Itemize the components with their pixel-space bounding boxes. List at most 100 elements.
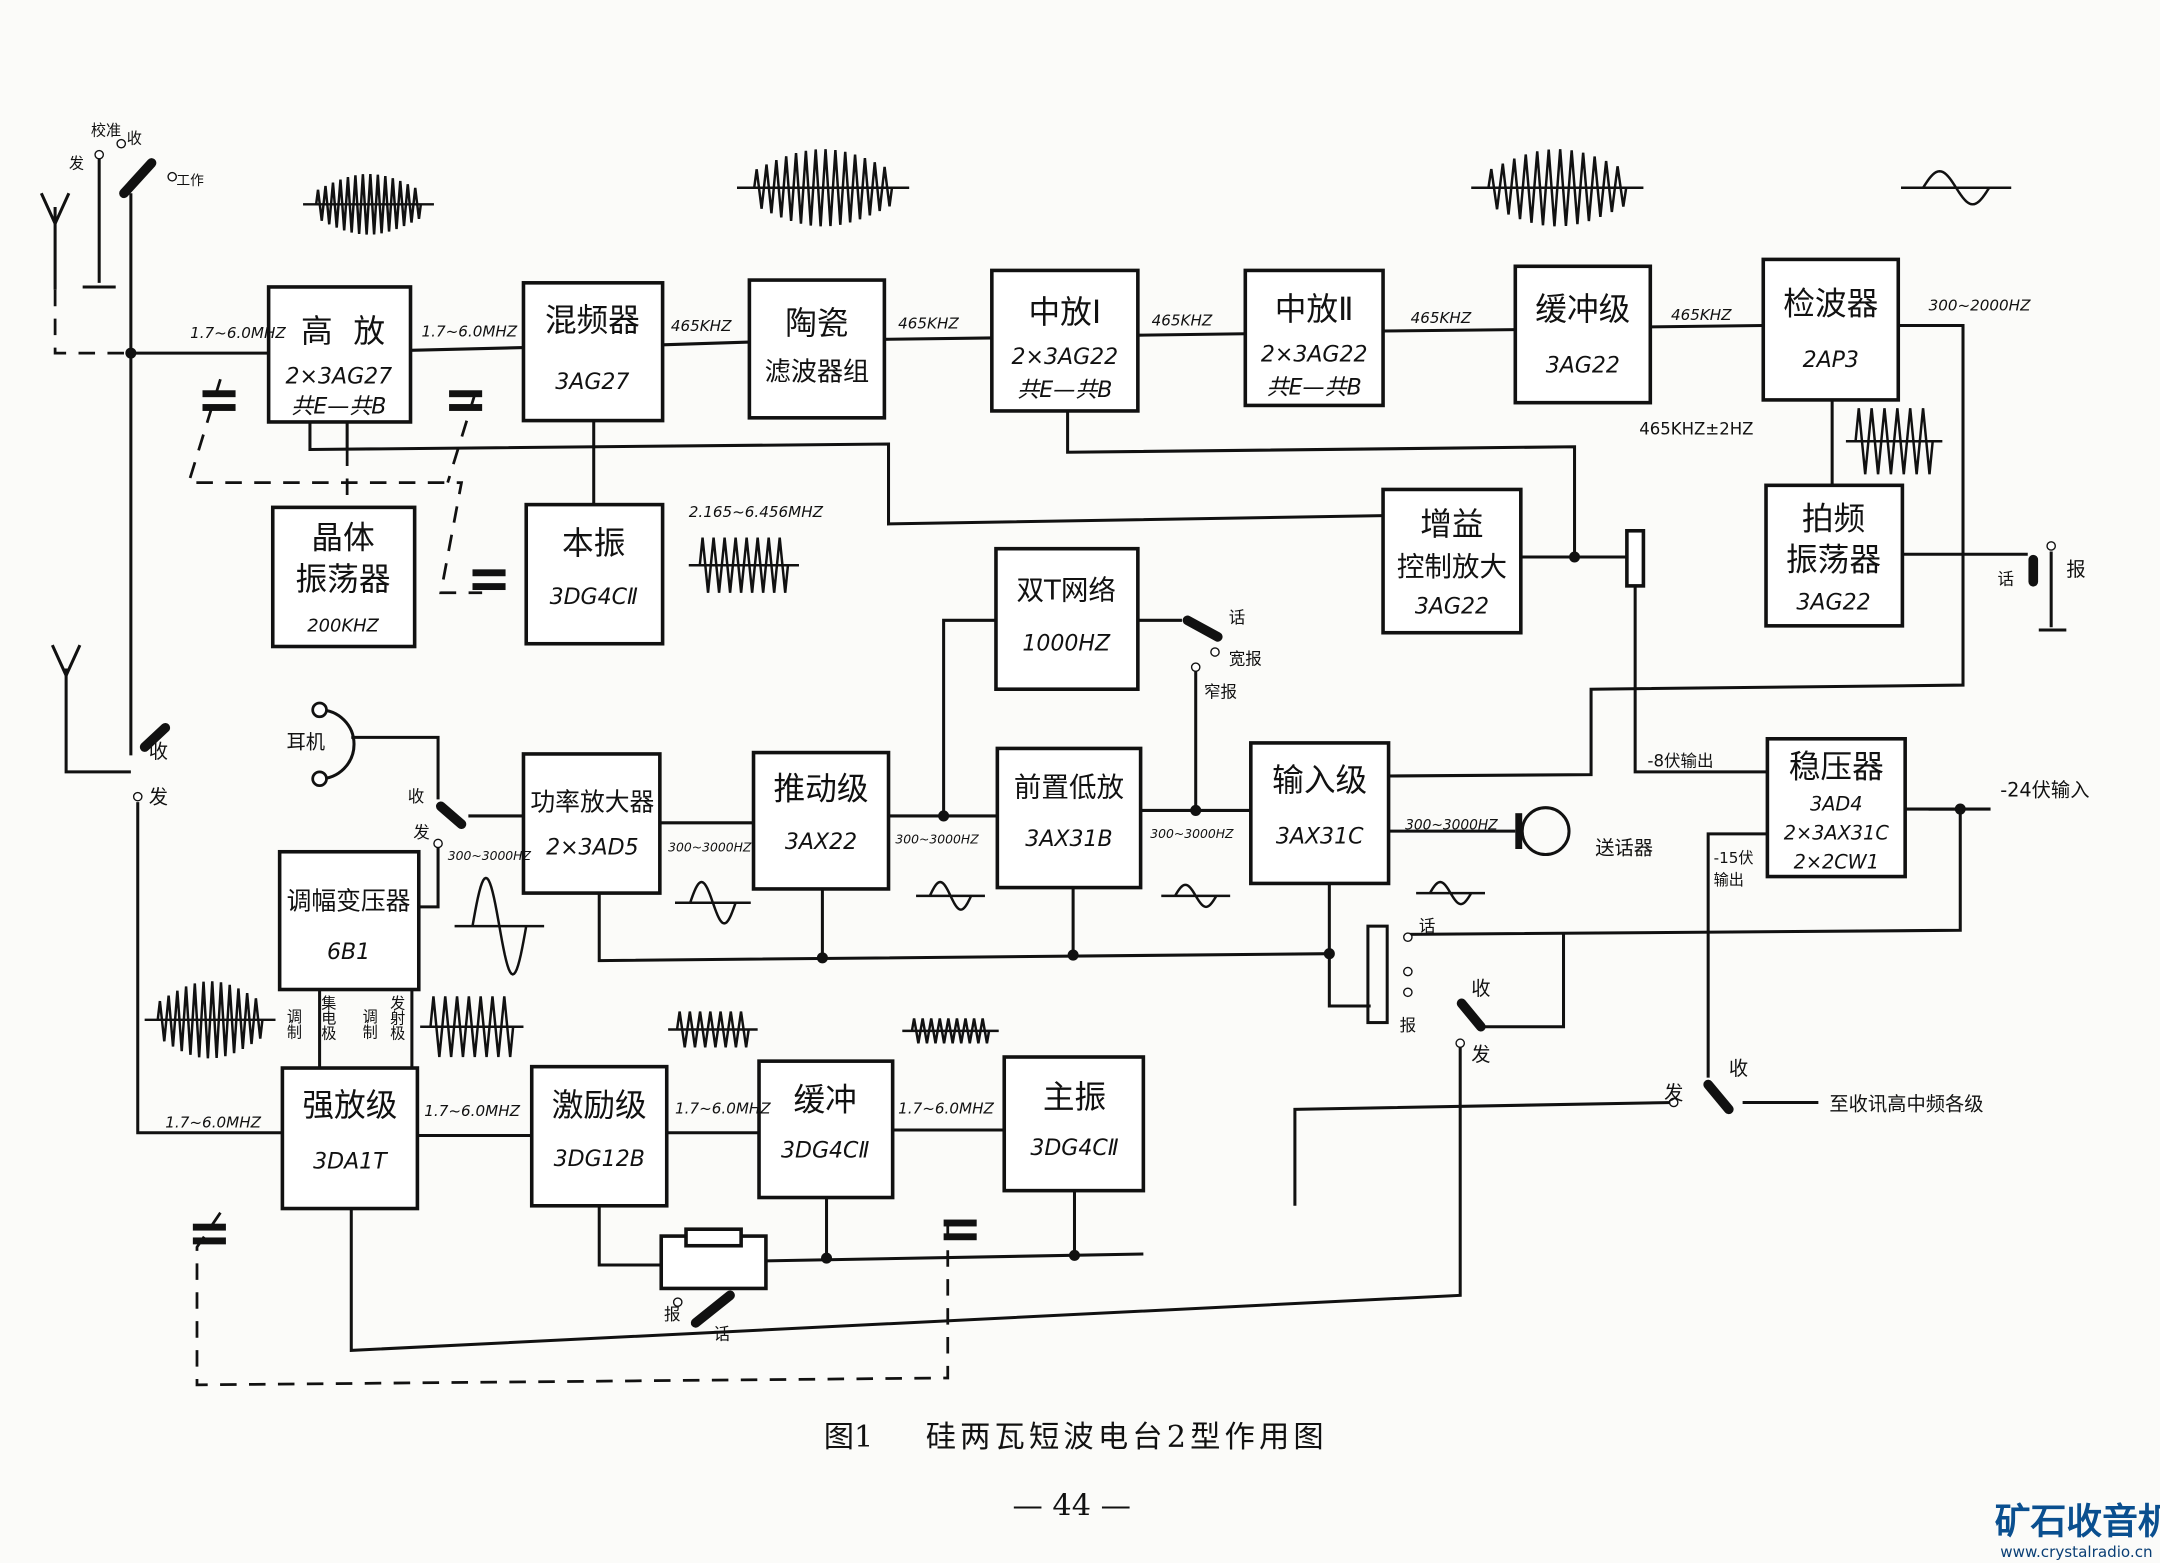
antenna-icon: [39, 192, 71, 228]
variable-capacitor-icon: [472, 569, 506, 591]
label-wide-cw: 宽报: [1229, 649, 1262, 668]
label-to-rx-stages: 至收讯高中频各级: [1829, 1093, 1983, 1116]
signal-label: 300~3000HZ: [1405, 818, 1498, 834]
block-title: 双T网络: [1016, 575, 1115, 607]
label-cw: 报: [1400, 1016, 1417, 1035]
label-24v-input: -24伏输入: [2000, 779, 2089, 802]
variable-capacitor-icon: [202, 390, 236, 411]
block-agc-amp: 增益 控制放大 3AG22: [1381, 487, 1523, 635]
carrier-waveform-icon: [1845, 408, 1943, 475]
block-part: 2×3AG27: [286, 364, 393, 389]
variable-capacitor-icon: [449, 390, 483, 411]
block-if-amp-1: 中放Ⅰ 2×3AG22 共E—共B: [990, 268, 1140, 413]
block-part: 3AD4: [1810, 792, 1863, 815]
block-part: 3DG12B: [554, 1147, 645, 1172]
block-title: 陶瓷: [785, 306, 848, 342]
signal-label: 465KHZ: [1411, 309, 1472, 327]
block-freq: 200KHZ: [307, 615, 379, 636]
label-receive: 收: [1729, 1057, 1748, 1080]
sine-waveform-icon: [1161, 883, 1231, 909]
watermark-url: www.crystalradio.cn: [2000, 1543, 2152, 1561]
figure-number: 图1: [824, 1420, 874, 1455]
carrier-waveform-icon: [902, 1018, 999, 1044]
label-modulation: 调制: [360, 1009, 378, 1039]
figure-caption: 硅两瓦短波电台2型作用图: [926, 1420, 1328, 1455]
block-mixer: 混频器 3AG27: [521, 281, 665, 423]
block-title: 稳压器: [1789, 749, 1884, 785]
label-8v-output: -8伏输出: [1648, 751, 1714, 770]
block-mod-transformer: 调幅变压器 6B1: [277, 849, 421, 992]
carrier-waveform-icon: [420, 996, 524, 1058]
am-waveform-icon: [1471, 149, 1644, 227]
block-title: 滤波器组: [765, 358, 870, 388]
label-15v-output: 输出: [1714, 871, 1744, 889]
signal-label: 465KHZ: [671, 317, 732, 335]
block-title: 中放Ⅱ: [1275, 292, 1354, 328]
label-earphone: 耳机: [287, 730, 326, 753]
switch-icon: [1182, 615, 1223, 672]
block-title: 中放Ⅰ: [1029, 295, 1102, 331]
signal-label: 1.7~6.0MHZ: [675, 1099, 771, 1117]
signal-label: 1.7~6.0MHZ: [165, 1113, 261, 1131]
label-voice: 话: [1229, 608, 1246, 627]
block-part: 2×3AD5: [546, 836, 639, 861]
block-title: 振荡器: [1786, 543, 1881, 579]
sine-waveform-icon: [675, 880, 751, 925]
label-emitter: 发射极: [388, 995, 406, 1041]
signal-label: 1.7~6.0MHZ: [424, 1102, 520, 1120]
label-voice: 话: [1997, 570, 2014, 589]
wiring: [39, 138, 2067, 1387]
resistor: [684, 1227, 743, 1248]
signal-labels: 1.7~6.0MHZ 1.7~6.0MHZ 465KHZ 465KHZ 465K…: [165, 296, 2031, 1131]
block-part: 3DG4CⅡ: [550, 585, 638, 610]
sine-waveform-icon: [1416, 880, 1485, 906]
label-receive: 收: [1471, 977, 1490, 1000]
block-title: 推动级: [774, 771, 869, 807]
sine-waveform-icon: [916, 880, 985, 911]
signal-label: 1.7~6.0MHZ: [422, 323, 518, 341]
block-part: 6B1: [327, 940, 370, 965]
switch-icon: [433, 801, 467, 849]
block-title: 增益: [1420, 507, 1483, 543]
block-title: 检波器: [1783, 287, 1878, 323]
block-config: 共E—共B: [1267, 375, 1362, 400]
block-preamp: 前置低放 3AX31B: [995, 746, 1143, 890]
label-voice: 话: [1419, 917, 1436, 936]
waveforms: [144, 149, 2012, 1059]
block-ceramic-filter: 陶瓷 滤波器组: [747, 278, 887, 420]
carrier-waveform-icon: [668, 1011, 758, 1048]
label-receive: 收: [127, 130, 142, 148]
block-twin-t: 双T网络 1000HZ: [994, 546, 1140, 691]
block-part: 3AX22: [785, 830, 857, 855]
block-title: 放: [353, 314, 385, 350]
block-power-amp: 功率放大器 2×3AD5: [521, 752, 662, 895]
label-transmit: 发: [1664, 1082, 1683, 1105]
switch-icon: [94, 138, 178, 199]
block-input-stage: 输入级 3AX31C: [1249, 741, 1391, 886]
block-title: 主振: [1043, 1080, 1106, 1116]
block-crystal-osc: 晶体 振荡器 200KHZ: [270, 505, 417, 649]
block-part: 2×3AX31C: [1784, 821, 1890, 844]
block-master-osc: 主振 3DG4CⅡ: [1002, 1055, 1146, 1193]
block-buffer-rx: 缓冲级 3AG22: [1513, 264, 1653, 405]
block-buffer-tx: 缓冲 3DG4CⅡ: [757, 1059, 895, 1200]
signal-label: 465KHZ: [1152, 312, 1213, 330]
switch-labels: 校准 收 发 工作 收 发 耳机 收 发 话 宽报 窄报 -8伏输出 -24伏输…: [69, 121, 2090, 1343]
block-title: 振荡器: [296, 562, 391, 598]
block-title: 前置低放: [1014, 772, 1124, 804]
signal-label: 300~3000HZ: [668, 840, 752, 855]
earphone-icon: [319, 708, 356, 781]
antenna-icon: [50, 644, 82, 680]
block-local-osc: 本振 3DG4CⅡ: [524, 502, 665, 646]
block-config: 共E—共B: [1017, 378, 1112, 403]
watermark-name: 矿石收音机: [1995, 1502, 2160, 1543]
block-detector: 检波器 2AP3: [1761, 257, 1901, 402]
block-part: 2×3AG22: [1261, 342, 1368, 367]
block-exciter: 激励级 3DG12B: [529, 1064, 669, 1208]
label-narrow-cw: 窄报: [1204, 682, 1237, 701]
signal-label: 465KHZ: [1671, 306, 1732, 324]
block-if-amp-2: 中放Ⅱ 2×3AG22 共E—共B: [1243, 268, 1385, 408]
block-title: 晶体: [311, 521, 374, 557]
signal-label: 300~3000HZ: [895, 831, 979, 846]
switch-icon: [132, 722, 171, 802]
